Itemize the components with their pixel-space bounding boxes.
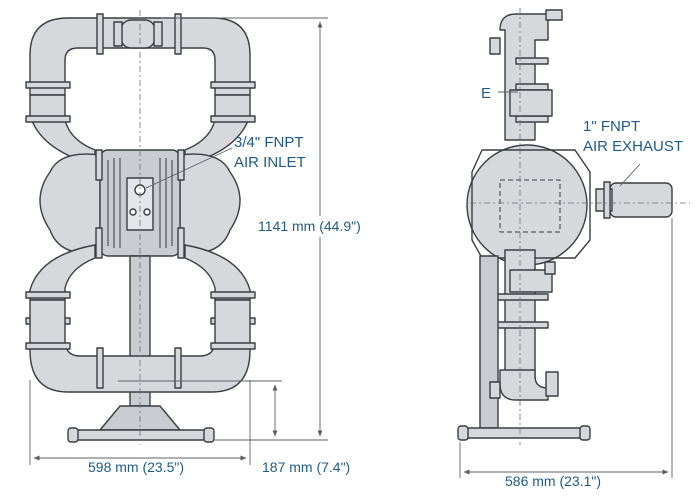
air-exhaust-label-line1: 1" FNPT	[583, 118, 640, 135]
side-stand-column	[479, 255, 499, 429]
front-bottom-manifold	[29, 299, 251, 393]
air-exhaust-leader	[619, 163, 641, 187]
side-base-plate	[461, 427, 587, 439]
side-bottom-elbow	[499, 369, 549, 401]
air-inlet-label-line1: 3/4" FNPT	[234, 134, 304, 151]
width-dimension-label: 598 mm (23.5")	[88, 459, 185, 475]
depth-dimension-label: 586 mm (23.1")	[505, 473, 602, 489]
side-view	[457, 9, 673, 441]
front-right-chamber	[179, 153, 241, 254]
air-inlet-leader	[145, 147, 233, 189]
front-left-chamber	[39, 153, 101, 254]
front-discharge-port	[120, 19, 156, 49]
front-clamp	[25, 81, 71, 89]
front-dimensions	[29, 17, 328, 465]
front-base-plate	[71, 429, 211, 441]
front-clamp	[96, 13, 104, 55]
port-e-label: E	[481, 85, 492, 102]
side-dimensions	[459, 218, 673, 478]
side-body-frame	[471, 149, 591, 259]
height-dimension-label: 1141 mm (44.9")	[257, 216, 362, 237]
inlet-height-dimension-label: 187 mm (7.4")	[262, 459, 351, 475]
front-view	[25, 13, 256, 443]
side-main-body	[466, 144, 588, 266]
air-inlet-label-line2: AIR INLET	[234, 154, 306, 171]
side-air-exhaust-muffler	[609, 182, 673, 218]
air-exhaust-label-line2: AIR EXHAUST	[583, 138, 684, 155]
